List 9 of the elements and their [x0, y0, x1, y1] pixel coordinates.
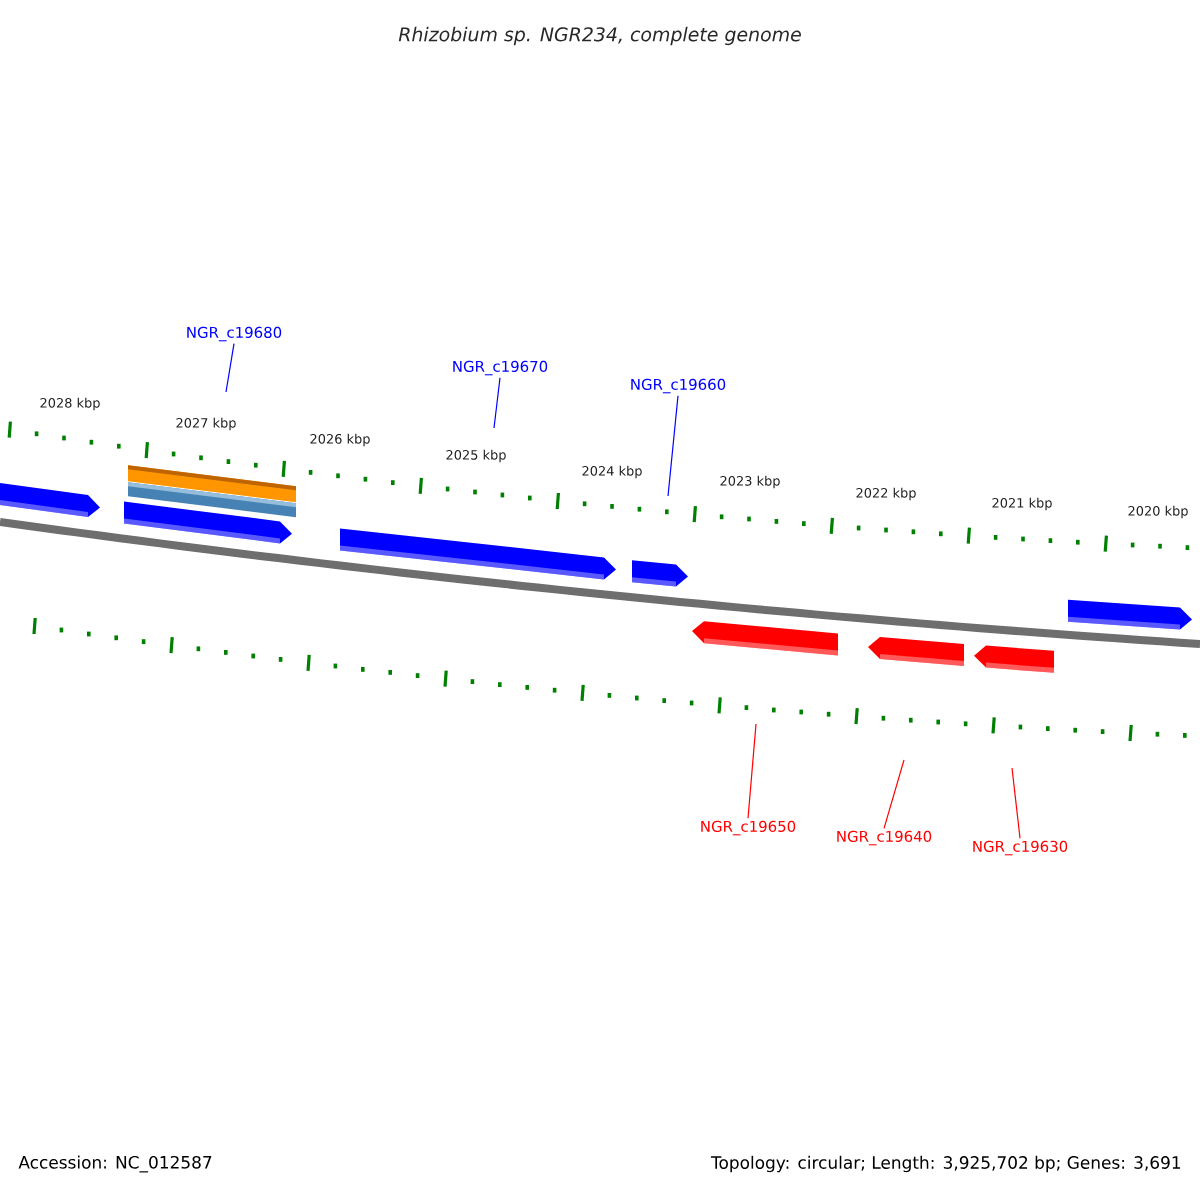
accession-note: Accession: NC_012587: [18, 1155, 212, 1173]
title: Rhizobium sp. NGR234, complete genome: [398, 26, 801, 46]
leader-line: [1011, 767, 1021, 839]
leader-line: [225, 343, 235, 393]
leader-line: [667, 395, 679, 497]
leader-line: [493, 377, 501, 429]
genome-summary: Topology: circular; Length: 3,925,702 bp; Genes: 3,691: [710, 1155, 1181, 1173]
leader-line: [747, 723, 757, 819]
leader-line: [883, 759, 905, 829]
